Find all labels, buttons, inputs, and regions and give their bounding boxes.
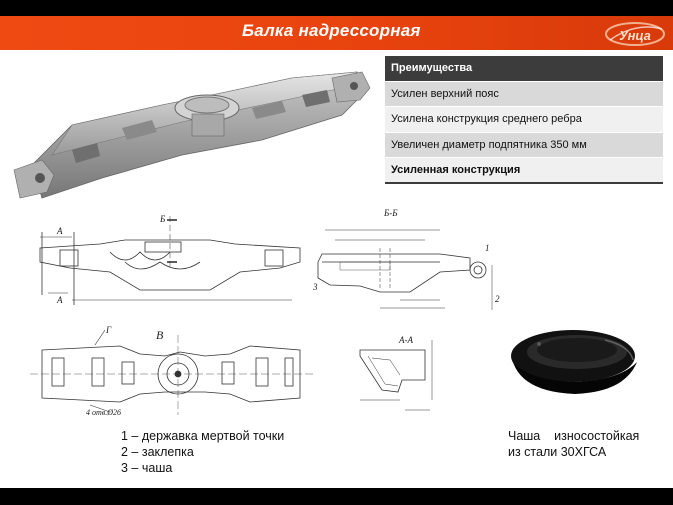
logo-text: Унца	[619, 28, 651, 43]
callout-2: 2	[495, 294, 500, 304]
label-v: В	[156, 328, 164, 342]
bowl-caption-line: Чаша износостойкая	[508, 429, 640, 443]
top-black-bar	[0, 0, 673, 16]
label-a-bottom: А	[56, 295, 63, 305]
advantage-row: Усиленная конструкция	[385, 157, 663, 184]
label-a-top: А	[56, 226, 63, 236]
callout-3: 3	[312, 282, 318, 292]
title-banner	[0, 16, 673, 50]
legend-item: 3 – чаша	[121, 461, 173, 475]
legend-item: 1 – державка мертвой точки	[121, 429, 285, 443]
bolster-3d-image	[13, 71, 371, 199]
advantage-row: Увеличен диаметр подпятника 350 мм	[385, 132, 663, 159]
legend-item: 2 – заклепка	[121, 445, 194, 459]
bottom-black-bar	[0, 488, 673, 505]
label-section-b: Б	[159, 214, 166, 224]
label-g: Г	[105, 325, 112, 335]
page-title: Балка надрессорная	[242, 21, 421, 40]
advantages-heading: Преимущества	[385, 56, 663, 82]
bowl-caption-line: из стали 30ХГСА	[508, 445, 607, 459]
bowl-caption: Чаша износостойкая из стали 30ХГСА	[508, 428, 639, 460]
advantages-table: Преимущества Усилен верхний пояс Усилена…	[385, 56, 663, 184]
label-section-bb: Б-Б	[383, 208, 398, 218]
advantage-row: Усилен верхний пояс	[385, 81, 663, 108]
legend: 1 – державка мертвой точки 2 – заклепка …	[121, 428, 284, 476]
label-section-aa: А-А	[398, 335, 413, 345]
callout-1: 1	[485, 243, 490, 253]
label-holes: 4 отв.Ø26	[86, 408, 121, 417]
wear-bowl-image	[511, 330, 637, 394]
company-logo: Унца	[605, 22, 665, 46]
advantage-row: Усилена конструкция среднего ребра	[385, 106, 663, 133]
